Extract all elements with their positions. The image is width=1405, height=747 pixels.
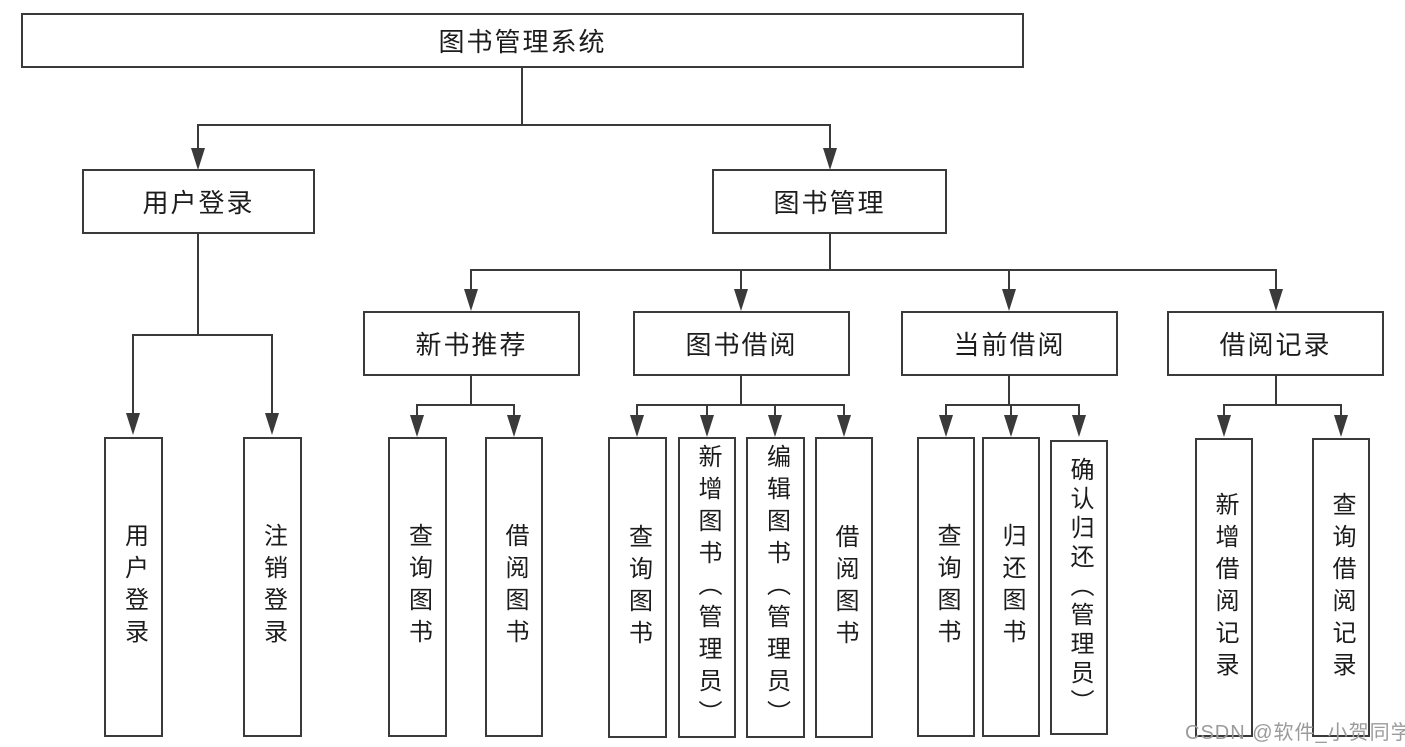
- leaf-add-book-admin-label: 新增图书（管理员）: [694, 443, 721, 732]
- arrow-down-icon: [939, 415, 953, 437]
- arrow-down-icon: [1002, 289, 1016, 311]
- connector-line: [636, 404, 845, 406]
- connector-line: [513, 404, 515, 417]
- arrow-down-icon: [837, 415, 851, 437]
- connector-line: [740, 375, 742, 406]
- connector-line: [470, 269, 1277, 271]
- leaf-edit-book-admin: 编辑图书（管理员）: [746, 437, 805, 738]
- connector-line: [636, 404, 638, 417]
- connector-line: [271, 334, 273, 414]
- connector-line: [1223, 404, 1225, 417]
- arrow-down-icon: [1072, 415, 1086, 437]
- leaf-query-books-current-label: 查询图书: [933, 523, 960, 651]
- leaf-query-books-newbook: 查询图书: [388, 437, 447, 737]
- connector-line: [1275, 269, 1277, 291]
- leaf-add-book-admin: 新增图书（管理员）: [678, 437, 736, 738]
- arrow-down-icon: [1004, 415, 1018, 437]
- node-book-borrow: 图书借阅: [633, 311, 850, 376]
- connector-line: [416, 404, 418, 417]
- node-user-login-label: 用户登录: [142, 188, 255, 218]
- connector-line: [416, 404, 515, 406]
- connector-line: [132, 334, 134, 414]
- connector-line: [1340, 404, 1342, 417]
- connector-line: [470, 375, 472, 406]
- node-new-book-recommend: 新书推荐: [363, 311, 580, 376]
- leaf-logout: 注销登录: [243, 437, 302, 737]
- connector-line: [945, 404, 1080, 406]
- node-book-management: 图书管理: [712, 169, 947, 234]
- arrow-down-icon: [768, 415, 782, 437]
- connector-line: [1223, 404, 1342, 406]
- connector-line: [706, 404, 708, 417]
- leaf-borrow-books-newbook: 借阅图书: [485, 437, 543, 737]
- leaf-confirm-return-admin: 确认归还（管理员）: [1050, 440, 1108, 735]
- arrow-down-icon: [734, 289, 748, 311]
- arrow-down-icon: [630, 415, 644, 437]
- leaf-return-book-label: 归还图书: [998, 523, 1025, 651]
- leaf-query-books-borrow-label: 查询图书: [624, 523, 652, 652]
- arrow-down-icon: [1217, 415, 1231, 437]
- arrow-down-icon: [265, 413, 279, 435]
- connector-line: [740, 269, 742, 291]
- node-book-management-label: 图书管理: [773, 188, 886, 218]
- connector-line: [829, 234, 831, 271]
- leaf-confirm-return-admin-label: 确认归还（管理员）: [1066, 457, 1093, 718]
- connector-line: [197, 234, 199, 335]
- leaf-user-login-label: 用户登录: [120, 523, 148, 651]
- arrow-down-icon: [1334, 415, 1348, 437]
- leaf-query-books-current: 查询图书: [917, 437, 975, 737]
- leaf-borrow-books-borrow-label: 借阅图书: [831, 523, 858, 652]
- connector-line: [197, 124, 199, 150]
- connector-line: [521, 68, 523, 125]
- node-book-borrow-label: 图书借阅: [685, 330, 798, 360]
- leaf-borrow-books-borrow: 借阅图书: [815, 437, 873, 738]
- arrow-down-icon: [464, 289, 478, 311]
- leaf-edit-book-admin-label: 编辑图书（管理员）: [762, 443, 790, 732]
- connector-line: [945, 404, 947, 417]
- arrow-down-icon: [823, 148, 837, 170]
- connector-line: [1008, 375, 1010, 406]
- arrow-down-icon: [191, 148, 205, 170]
- connector-line: [1275, 375, 1277, 406]
- node-user-login: 用户登录: [82, 169, 315, 234]
- connector-line: [470, 269, 472, 291]
- leaf-user-login: 用户登录: [104, 437, 163, 737]
- connector-line: [197, 124, 831, 126]
- leaf-query-books-borrow: 查询图书: [608, 437, 667, 738]
- connector-line: [843, 404, 845, 417]
- leaf-logout-label: 注销登录: [259, 523, 287, 651]
- watermark: CSDN @软件_小贺同学: [1185, 722, 1405, 744]
- arrow-down-icon: [126, 413, 140, 435]
- arrow-down-icon: [507, 415, 521, 437]
- leaf-query-borrow-record-label: 查询借阅记录: [1328, 491, 1355, 684]
- arrow-down-icon: [700, 415, 714, 437]
- node-current-borrow: 当前借阅: [901, 311, 1118, 376]
- leaf-add-borrow-record-label: 新增借阅记录: [1211, 491, 1238, 684]
- leaf-add-borrow-record: 新增借阅记录: [1195, 438, 1253, 737]
- arrow-down-icon: [410, 415, 424, 437]
- arrow-down-icon: [1269, 289, 1283, 311]
- node-current-borrow-label: 当前借阅: [953, 330, 1066, 360]
- node-root: 图书管理系统: [21, 13, 1024, 68]
- leaf-query-borrow-record: 查询借阅记录: [1312, 438, 1370, 737]
- leaf-borrow-books-newbook-label: 借阅图书: [501, 523, 528, 651]
- connector-line: [1078, 404, 1080, 417]
- connector-line: [774, 404, 776, 417]
- node-borrow-records-label: 借阅记录: [1219, 330, 1332, 360]
- node-new-book-recommend-label: 新书推荐: [415, 330, 528, 360]
- node-borrow-records: 借阅记录: [1167, 311, 1384, 376]
- connector-line: [829, 124, 831, 150]
- leaf-query-books-newbook-label: 查询图书: [404, 523, 432, 651]
- connector-line: [1010, 404, 1012, 417]
- connector-line: [132, 334, 273, 336]
- leaf-return-book: 归还图书: [982, 437, 1040, 737]
- connector-line: [1008, 269, 1010, 291]
- node-root-label: 图书管理系统: [438, 27, 607, 57]
